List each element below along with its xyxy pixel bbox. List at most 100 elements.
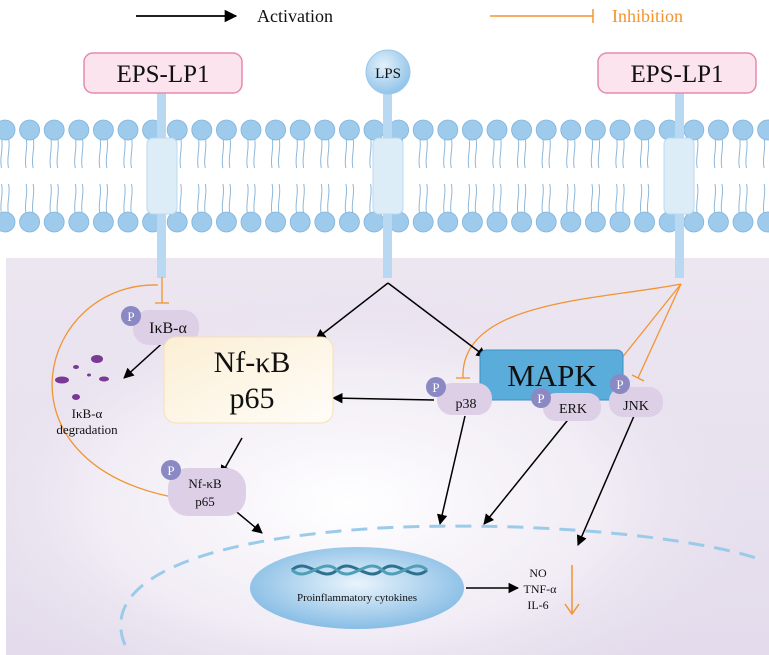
lipid-tail: [418, 183, 421, 215]
lipid-tail: [450, 137, 453, 169]
lipid-tail: [425, 183, 428, 215]
ikba-phospho-label: P: [127, 309, 134, 324]
nfkb-label: Nf-κB: [214, 346, 291, 379]
mapk-label: MAPK: [507, 358, 597, 393]
erk-label: ERK: [559, 402, 587, 417]
p38-phospho-icon: [426, 377, 446, 397]
lipid-tail: [474, 183, 478, 215]
right-receptor-channel: [663, 137, 695, 215]
lipid-head: [289, 211, 311, 233]
lipid-tail: [344, 137, 348, 169]
cell-membrane: [0, 119, 769, 233]
erk-phospho-label: P: [537, 391, 544, 406]
lipid-tail: [302, 137, 305, 169]
lipid-tail: [622, 137, 625, 169]
lipid-tail: [443, 183, 446, 215]
lipid-tail: [597, 137, 601, 169]
lipid-tail: [344, 183, 348, 215]
lipid-tail: [0, 183, 3, 215]
lipid-head: [585, 211, 606, 233]
lipid-tail: [474, 137, 478, 169]
lipid-head: [511, 119, 532, 141]
lipid-tail: [320, 137, 323, 169]
lipid-head: [732, 211, 754, 233]
lipid-tail: [646, 137, 650, 169]
lipid-tail: [81, 183, 84, 215]
lipid-head: [412, 211, 434, 233]
lipid-tail: [548, 183, 551, 215]
jnk-protein: [609, 387, 663, 417]
lipid-tail: [492, 183, 495, 215]
lipid-tail: [295, 183, 298, 215]
lipid-head: [708, 211, 729, 233]
lipid-tail: [98, 137, 102, 169]
ikba-fragments-icon: [55, 355, 109, 400]
lipid-tail: [597, 183, 601, 215]
lipid-tail: [548, 137, 551, 169]
lipid-head: [683, 119, 705, 141]
jnk-phospho-label: P: [616, 377, 623, 392]
nfkb-phospho-icon: [161, 460, 181, 480]
lipid-tail: [179, 183, 182, 215]
lipid-tail: [277, 183, 281, 215]
lipid-tail: [24, 137, 28, 169]
lipid-tail: [74, 137, 77, 169]
lipid-head: [314, 119, 336, 141]
center-receptor-channel: [372, 137, 404, 215]
lipid-tail: [738, 183, 741, 215]
lipid-tail: [499, 183, 502, 215]
phospho-nfkb-label-1: Nf-κB: [188, 476, 222, 491]
lipid-tail: [81, 137, 84, 169]
legend: Activation Inhibition: [136, 6, 683, 26]
lipid-tail: [327, 137, 330, 169]
p38-phospho-label: P: [432, 380, 439, 395]
right-eps-lp1-box: [597, 52, 757, 94]
nfkb-p65-box: [163, 336, 334, 424]
jnk-phospho-icon: [610, 374, 630, 394]
legend-activation-label: Activation: [257, 6, 333, 26]
lipid-tail: [351, 183, 355, 215]
lipid-tail: [56, 137, 59, 169]
legend-inhibition-label: Inhibition: [612, 6, 683, 26]
lipid-head: [215, 119, 237, 141]
jnk-label: JNK: [623, 399, 649, 414]
lipid-head: [215, 211, 237, 233]
lipid-head: [535, 211, 557, 233]
lipid-head: [117, 119, 139, 141]
lipid-head: [240, 119, 262, 141]
lipid-tail: [369, 183, 372, 215]
lipid-head: [265, 211, 287, 233]
lipid-head: [585, 119, 606, 141]
ikba-label: IκB-α: [149, 320, 187, 337]
lipid-tail: [123, 137, 126, 169]
lipid-tail: [523, 183, 527, 215]
lipid-tail: [320, 183, 323, 215]
lipid-tail: [541, 183, 544, 215]
lipid-tail: [49, 137, 52, 169]
lipid-tail: [246, 137, 249, 169]
lipid-tail: [98, 183, 102, 215]
lipid-tail: [24, 183, 28, 215]
dna-label: Proinflammatory cytokines: [297, 592, 417, 604]
lipid-head: [289, 119, 311, 141]
right-eps-lp1-label: EPS-LP1: [630, 61, 723, 88]
lipid-tail: [204, 183, 207, 215]
lipid-tail: [31, 183, 35, 215]
lipid-tail: [130, 137, 133, 169]
lipid-tail: [516, 183, 520, 215]
lipid-tail: [295, 137, 298, 169]
lipid-tail: [713, 137, 717, 169]
lipid-head: [437, 211, 459, 233]
lipid-tail: [56, 183, 59, 215]
ikba-protein: [133, 310, 199, 345]
lipid-head: [240, 211, 262, 233]
erk-phospho-icon: [531, 388, 551, 408]
lipid-tail: [762, 183, 766, 215]
lipid-head: [43, 211, 65, 233]
lipid-head: [486, 211, 508, 233]
lipid-head: [0, 211, 16, 233]
lipid-tail: [31, 137, 35, 169]
lipid-tail: [541, 137, 544, 169]
lipid-tail: [590, 183, 594, 215]
